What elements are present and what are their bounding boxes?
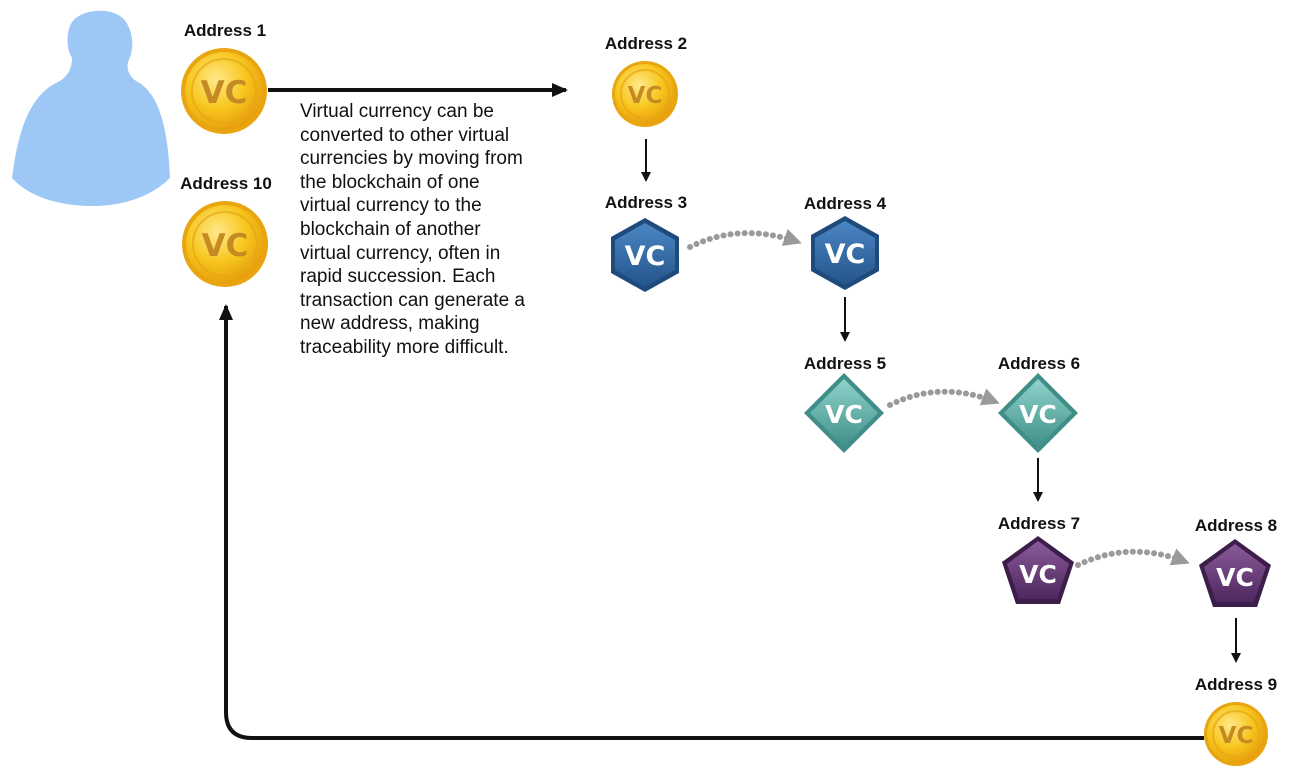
address-3-label: Address 3 <box>605 193 687 212</box>
address-4-label: Address 4 <box>804 194 887 213</box>
vc-symbol: VC <box>1019 400 1057 429</box>
address-5-label: Address 5 <box>804 354 886 373</box>
address-10-node: Address 10 VC <box>180 174 272 287</box>
teal-diamond-coin-icon: VC <box>998 373 1078 453</box>
address-6-node: Address 6 VC <box>998 354 1080 453</box>
vc-symbol: VC <box>825 400 863 429</box>
vc-symbol: VC <box>1216 563 1254 592</box>
address-1-node: Address 1 VC <box>181 21 267 134</box>
dotted-arrow-address5-to-address6 <box>887 388 1000 408</box>
dotted-arrow-address7-to-address8 <box>1075 548 1190 568</box>
teal-diamond-coin-icon: VC <box>804 373 884 453</box>
vc-symbol: VC <box>625 241 666 272</box>
address-5-node: Address 5 VC <box>804 354 886 453</box>
address-8-node: Address 8 VC <box>1195 516 1277 607</box>
vc-symbol: VC <box>825 239 866 270</box>
vc-symbol: VC <box>201 75 248 111</box>
vc-symbol: VC <box>1019 560 1057 589</box>
blue-hexagon-coin-icon: VC <box>611 218 679 292</box>
address-7-node: Address 7 VC <box>998 514 1080 604</box>
gold-coin-icon: VC <box>181 48 267 134</box>
address-2-label: Address 2 <box>605 34 687 53</box>
vc-symbol: VC <box>202 228 249 264</box>
vc-symbol: VC <box>628 83 663 109</box>
address-9-node: Address 9 VC <box>1195 675 1277 766</box>
address-7-label: Address 7 <box>998 514 1080 533</box>
gold-coin-icon: VC <box>182 201 268 287</box>
address-2-node: Address 2 VC <box>605 34 687 127</box>
address-10-label: Address 10 <box>180 174 272 193</box>
gold-coin-icon: VC <box>1204 702 1268 766</box>
purple-pentagon-coin-icon: VC <box>1002 536 1074 604</box>
address-1-label: Address 1 <box>184 21 266 40</box>
address-6-label: Address 6 <box>998 354 1080 373</box>
address-8-label: Address 8 <box>1195 516 1277 535</box>
vc-symbol: VC <box>1219 723 1254 749</box>
dotted-arrow-address3-to-address4 <box>687 228 802 250</box>
purple-pentagon-coin-icon: VC <box>1199 539 1271 607</box>
gold-coin-icon: VC <box>612 61 678 127</box>
blue-hexagon-coin-icon: VC <box>811 216 879 290</box>
return-arrow-address9-to-address10 <box>219 304 1204 740</box>
address-9-label: Address 9 <box>1195 675 1277 694</box>
address-4-node: Address 4 VC <box>804 194 887 290</box>
person-icon <box>12 10 170 206</box>
description-text: Virtual currency can be converted to oth… <box>300 101 525 358</box>
address-3-node: Address 3 VC <box>605 193 687 292</box>
